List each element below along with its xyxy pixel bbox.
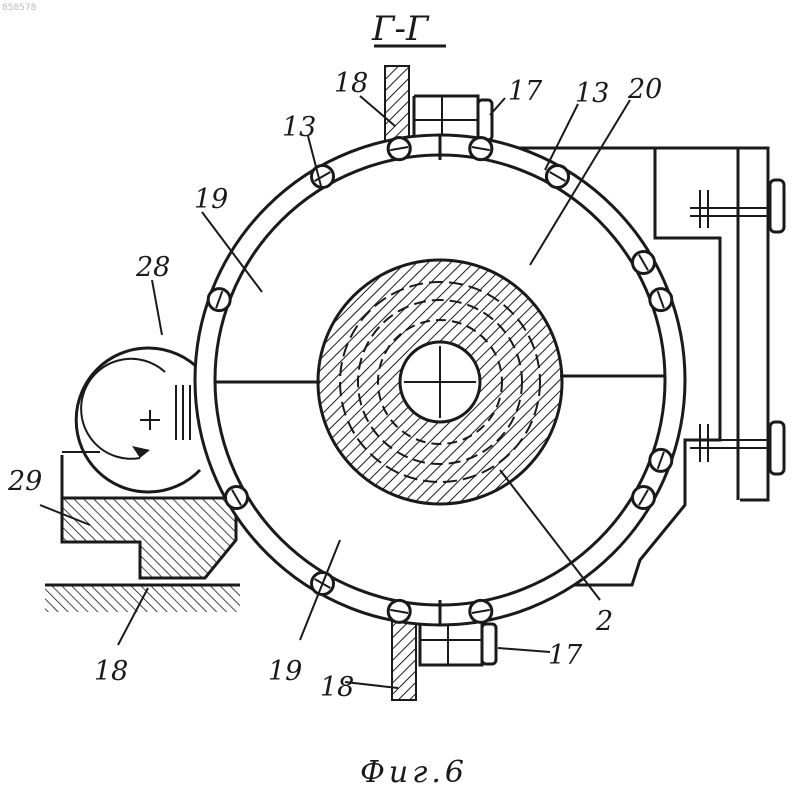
label-19-bottom: 19 <box>268 656 302 687</box>
base-bed <box>45 452 240 612</box>
label-13-top-right: 13 <box>575 78 609 109</box>
label-29: 29 <box>7 466 42 497</box>
figure-caption: Фиг.6 <box>360 755 468 790</box>
label-18-left-bottom: 18 <box>94 656 128 687</box>
label-18-top: 18 <box>334 68 368 99</box>
label-17-top: 17 <box>508 76 543 107</box>
label-20: 20 <box>627 74 662 105</box>
label-19-left: 19 <box>194 184 228 215</box>
hub-20 <box>318 260 562 504</box>
corner-mark: 858578 <box>2 3 37 13</box>
label-13-left: 13 <box>282 112 316 143</box>
label-2: 2 <box>595 606 613 637</box>
label-28: 28 <box>135 252 170 283</box>
label-17-bottom: 17 <box>548 640 583 671</box>
label-18-bottom: 18 <box>320 672 354 703</box>
roller-28 <box>76 348 200 492</box>
section-title: Г-Г <box>371 9 430 49</box>
